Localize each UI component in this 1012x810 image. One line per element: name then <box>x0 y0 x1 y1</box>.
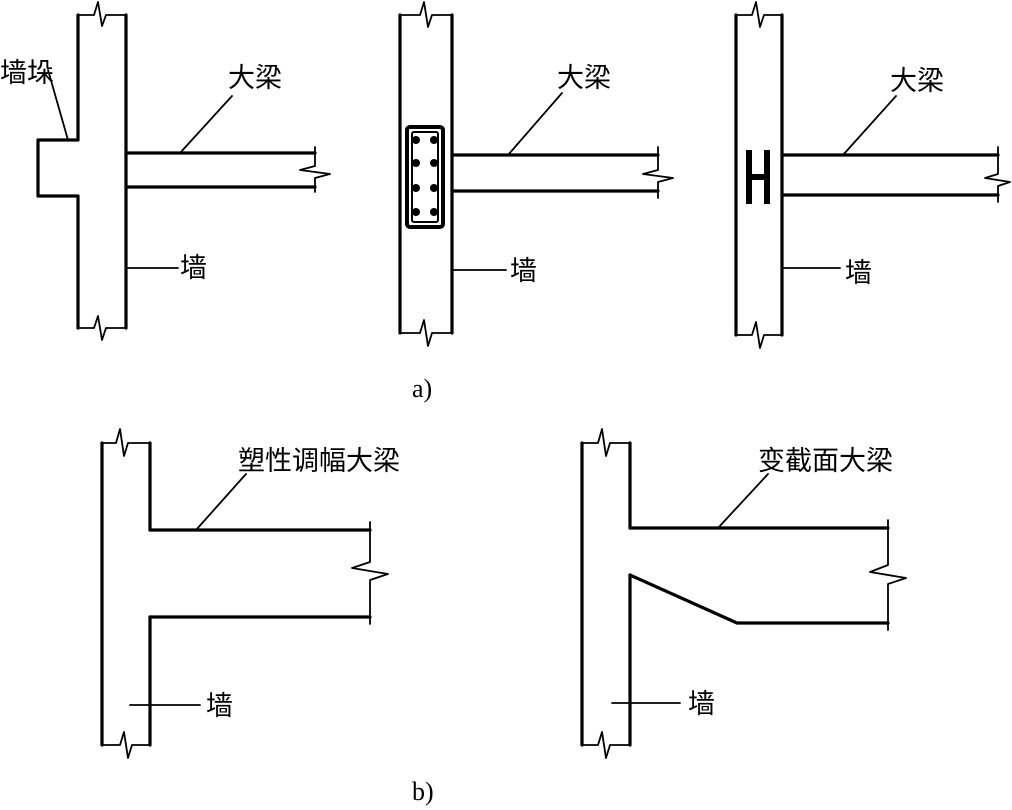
rebar-dot <box>412 159 420 167</box>
wall-a3-bottom-break <box>735 321 783 349</box>
leader-b1-beam <box>195 473 247 531</box>
rebar-dot <box>412 184 420 192</box>
label-b1-beam: 塑性调幅大梁 <box>238 446 400 477</box>
wall-b2-top-break <box>581 428 631 457</box>
rebar-dot <box>430 184 438 192</box>
h-flange-right <box>764 150 770 204</box>
beam-a3-end-break <box>984 146 1011 203</box>
wall-a1-top-break <box>77 1 127 27</box>
rebar-dot <box>430 159 438 167</box>
label-a2-beam: 大梁 <box>557 63 611 94</box>
column-a2-stirrup <box>411 131 439 223</box>
wall-a2-bottom-break <box>399 319 453 347</box>
label-a1-pilaster: 墙垛 <box>0 58 54 89</box>
caption-part-a: a) <box>412 374 432 403</box>
wall-b1-top-break <box>101 428 151 457</box>
rebar-dot <box>430 136 438 144</box>
wall-b2-bottom-break <box>581 731 631 759</box>
rebar-dot <box>430 208 438 216</box>
label-b2-beam: 变截面大梁 <box>758 446 893 477</box>
leader-a2-beam <box>507 92 563 156</box>
beam-a1-end-break <box>299 146 331 193</box>
beam-b1-end-break <box>351 521 389 625</box>
wall-a3-top-break <box>735 1 783 28</box>
detail-b1: 塑性调幅大梁 墙 <box>100 428 400 759</box>
label-a1-beam: 大梁 <box>228 63 282 94</box>
detail-a2: 大梁 墙 <box>398 1 674 347</box>
wall-a2-top-break <box>399 1 453 28</box>
embedded-column-a2 <box>405 125 445 229</box>
detail-b2: 变截面大梁 墙 <box>580 428 907 759</box>
label-a3-beam: 大梁 <box>890 66 944 97</box>
wall-b1-bottom-break <box>101 731 151 759</box>
beam-b2-end-break <box>869 519 907 631</box>
label-b2-wall: 墙 <box>688 689 715 720</box>
steel-h-section-a3 <box>746 150 770 204</box>
h-web <box>752 174 764 180</box>
leader-a1-pilaster <box>47 69 69 141</box>
leader-b2-beam <box>717 473 769 529</box>
label-a2-wall: 墙 <box>510 256 537 287</box>
label-b1-wall: 墙 <box>206 691 233 722</box>
leader-a3-beam <box>842 95 897 156</box>
wall-a1-bottom-break <box>77 315 127 341</box>
column-a2-outline <box>405 125 445 229</box>
detail-a3: 大梁 墙 <box>734 1 1011 349</box>
caption-part-b: b) <box>412 777 434 806</box>
rebar-dot <box>412 208 420 216</box>
beam-a2-end-break <box>642 146 674 199</box>
leader-a1-beam <box>179 95 233 154</box>
wall-a1-left-edge <box>36 13 80 330</box>
label-a3-wall: 墙 <box>845 258 872 289</box>
h-flange-left <box>746 150 752 204</box>
rebar-dot <box>412 136 420 144</box>
beam-b2-haunch-edge <box>628 573 890 625</box>
detail-a1: 墙垛 大梁 墙 <box>0 1 331 341</box>
label-a1-wall: 墙 <box>180 253 207 284</box>
